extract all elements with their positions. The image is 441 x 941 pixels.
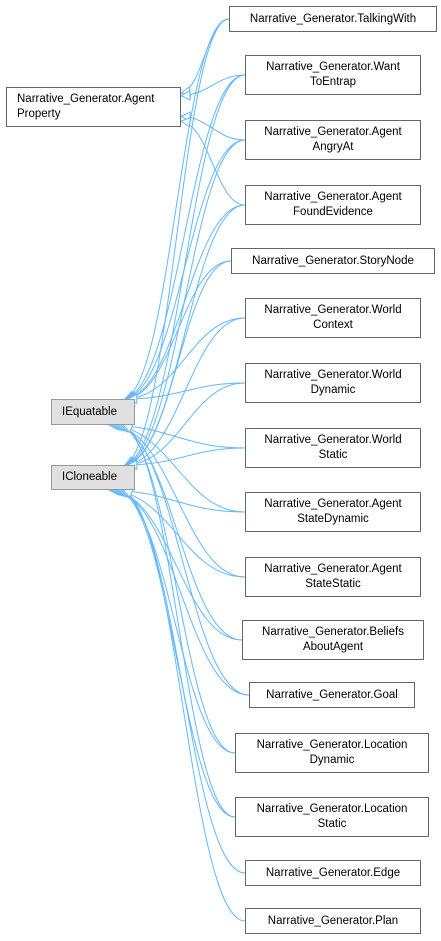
node-label-line: FoundEvidence xyxy=(293,206,373,218)
node-label-line: StateDynamic xyxy=(297,513,369,525)
edge-world_static-to-icloneable xyxy=(127,447,246,466)
node-label-line: Property xyxy=(17,108,61,120)
edge-agent_angry_at-to-iequatable xyxy=(125,139,246,400)
node-label-line: AboutAgent xyxy=(302,641,364,653)
node-label-line: Narrative_Generator.World xyxy=(264,434,402,446)
node-iequatable[interactable]: IEquatable xyxy=(51,399,135,425)
edge-story_node-to-iequatable xyxy=(126,260,232,400)
node-label-line: Narrative_Generator.Plan xyxy=(267,914,399,927)
node-icloneable[interactable]: ICloneable xyxy=(51,465,135,490)
node-label-line: Narrative_Generator.Edge xyxy=(265,866,401,879)
edge-agent_found_evidence-to-icloneable xyxy=(126,204,246,466)
edge-arrowhead xyxy=(179,90,191,101)
node-edge[interactable]: Narrative_Generator.Edge xyxy=(245,860,421,886)
edge-want_to_entrap-to-iequatable xyxy=(125,74,246,400)
edge-location_dynamic-to-icloneable xyxy=(116,489,236,754)
node-label-line: Narrative_Generator.Agent xyxy=(17,93,155,105)
node-label-line: Narrative_Generator.Agent xyxy=(264,126,402,138)
edge-world_context-to-iequatable xyxy=(127,317,246,400)
node-label-line: Context xyxy=(313,319,353,331)
node-label-line: Narrative_Generator.Want xyxy=(266,61,400,73)
edge-agent_found_evidence-to-iequatable xyxy=(126,204,246,400)
edge-world_dynamic-to-iequatable xyxy=(127,382,246,400)
node-label-line: Narrative_Generator.World xyxy=(264,304,402,316)
node-label-line: StateStatic xyxy=(305,578,361,590)
edge-goal-to-icloneable xyxy=(114,489,250,696)
node-label-line: Narrative_Generator.Location xyxy=(256,803,408,815)
node-talking-with[interactable]: Narrative_Generator.TalkingWith xyxy=(229,6,437,32)
edge-plan-to-icloneable xyxy=(122,489,246,922)
node-story-node[interactable]: Narrative_Generator.StoryNode xyxy=(231,248,435,274)
node-label-line: Narrative_Generator.World xyxy=(264,369,402,381)
node-label-line: ICloneable xyxy=(62,471,117,483)
edge-agent_angry_at-to-icloneable xyxy=(125,139,246,466)
node-label-line: Narrative_Generator.TalkingWith xyxy=(249,12,417,25)
node-label-line: ToEntrap xyxy=(309,76,357,88)
edge-agent_state_static-to-iequatable xyxy=(113,424,246,578)
edge-want_to_entrap-to-icloneable xyxy=(125,74,246,466)
edge-world_context-to-icloneable xyxy=(126,317,246,466)
edge-agent_found_evidence-to-agent_property xyxy=(180,120,246,206)
node-label-line: IEquatable xyxy=(62,405,117,418)
node-label-line: Narrative_Generator.Beliefs xyxy=(262,626,404,638)
node-plan[interactable]: Narrative_Generator.Plan xyxy=(245,908,421,934)
edge-location_static-to-iequatable xyxy=(122,424,236,818)
edge-talking_with-to-iequatable xyxy=(124,18,230,400)
edge-talking_with-to-icloneable xyxy=(124,18,230,466)
edge-world_dynamic-to-icloneable xyxy=(127,382,246,466)
node-goal[interactable]: Narrative_Generator.Goal xyxy=(249,682,415,708)
node-label-line: Narrative_Generator.Agent xyxy=(264,498,402,510)
node-label-line: Narrative_Generator.Agent xyxy=(264,563,402,575)
node-label-line: Dynamic xyxy=(310,384,356,396)
edge-location_static-to-icloneable xyxy=(118,489,236,818)
node-label-line: Static xyxy=(318,449,348,461)
node-label-line: Narrative_Generator.Goal xyxy=(266,688,398,701)
node-label-line: Narrative_Generator.Location xyxy=(256,739,408,751)
node-label-line: Dynamic xyxy=(309,754,355,766)
edge-agent_state_dynamic-to-iequatable xyxy=(111,424,246,513)
node-label-line: Static xyxy=(317,818,347,830)
edge-story_node-to-icloneable xyxy=(126,260,232,466)
edge-location_dynamic-to-iequatable xyxy=(120,424,236,754)
node-label-line: Narrative_Generator.StoryNode xyxy=(252,254,414,267)
node-label-line: AngryAt xyxy=(312,141,354,153)
node-label-line: Narrative_Generator.Agent xyxy=(264,191,402,203)
